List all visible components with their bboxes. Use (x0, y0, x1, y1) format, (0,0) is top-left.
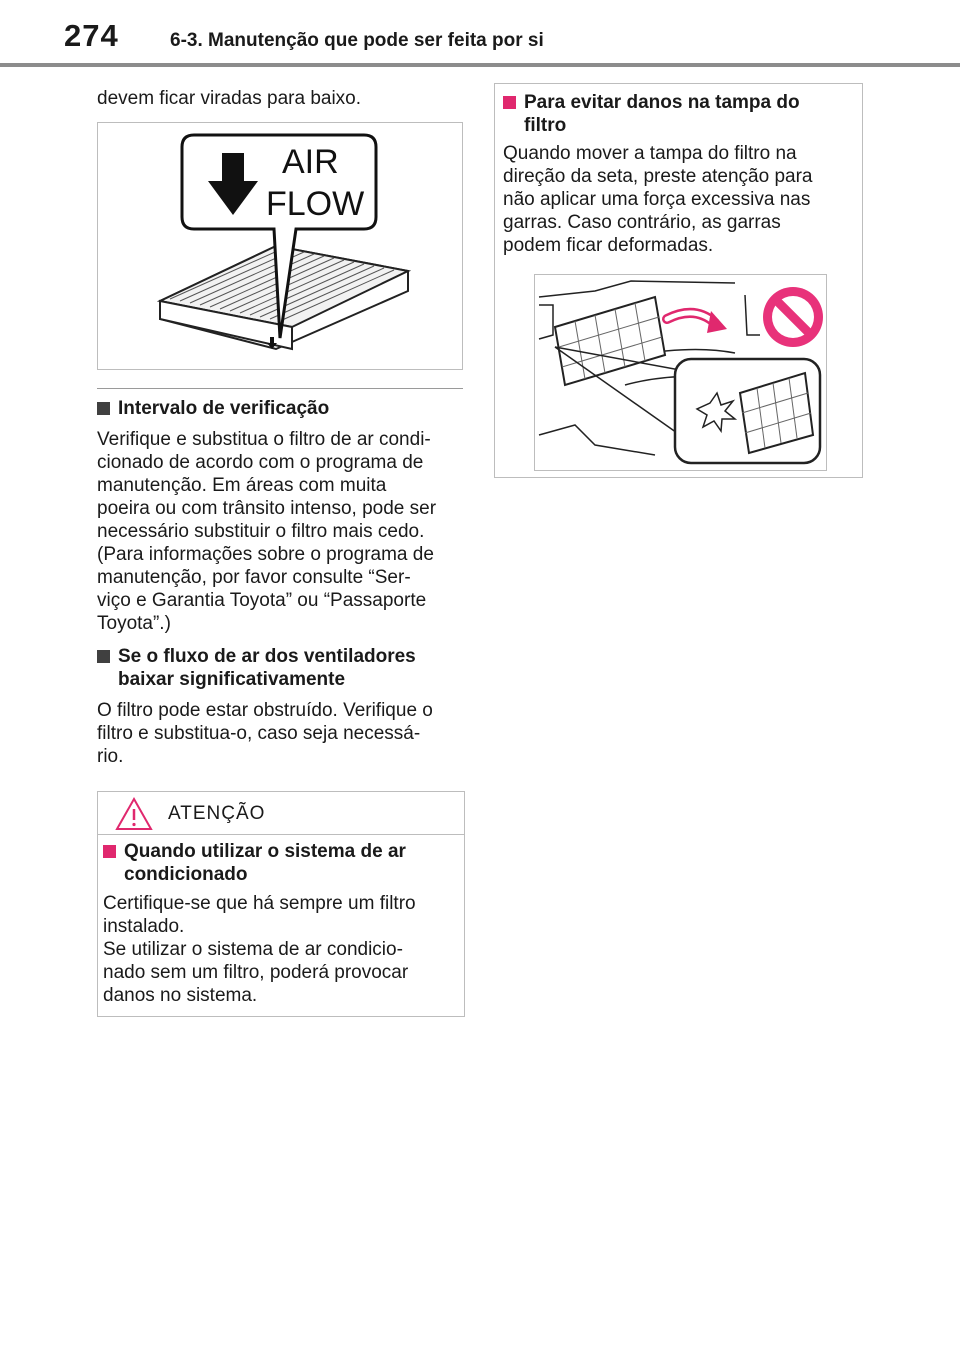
filter-cover-figure (534, 274, 827, 471)
section-heading-check-interval: Intervalo de verificação (97, 397, 463, 420)
caution-text: Certifique-se que há sempre um filtro in… (103, 893, 416, 1006)
caution-heading: Quando utilizar o sistema de ar condicio… (103, 840, 458, 886)
air-flow-figure: AIR FLOW (97, 122, 463, 370)
bullet-square-icon (97, 402, 110, 415)
caution-title: ATENÇÃO (168, 803, 266, 824)
air-filter-illustration: AIR FLOW (156, 133, 412, 351)
caution-box: ATENÇÃO Quando utilizar o sistema de ar … (97, 791, 465, 1017)
header-rule (0, 63, 960, 67)
page-header: 274 6-3. Manutenção que pode ser feita p… (0, 0, 960, 67)
section-divider (97, 388, 463, 389)
caution-header: ATENÇÃO (98, 792, 464, 835)
down-arrow-icon (208, 153, 258, 215)
check-interval-text: Verifique e substitua o filtro de ar con… (97, 429, 437, 634)
flow-label: FLOW (266, 185, 364, 223)
intro-text: devem ficar viradas para baixo. (97, 88, 362, 109)
prohibited-icon (763, 287, 823, 347)
bullet-square-icon (103, 845, 116, 858)
page-number: 274 (64, 18, 119, 53)
bullet-square-icon (503, 96, 516, 109)
bullet-square-icon (97, 650, 110, 663)
air-label: AIR (282, 143, 339, 181)
warning-triangle-icon (115, 796, 153, 830)
filter-cover-note-box: Para evitar danos na tampa do filtro Qua… (494, 83, 863, 478)
filter-cover-illustration (538, 280, 823, 465)
filter-cover-text: Quando mover a tampa do filtro na direçã… (503, 143, 813, 256)
filter-cover-heading: Para evitar danos na tampa do filtro (503, 91, 853, 137)
airflow-text: O filtro pode estar obstruído. Verifique… (97, 700, 433, 767)
chapter-title: 6-3. Manutenção que pode ser feita por s… (170, 30, 544, 51)
section-heading-airflow: Se o fluxo de ar dos ventiladores baixar… (97, 645, 463, 691)
